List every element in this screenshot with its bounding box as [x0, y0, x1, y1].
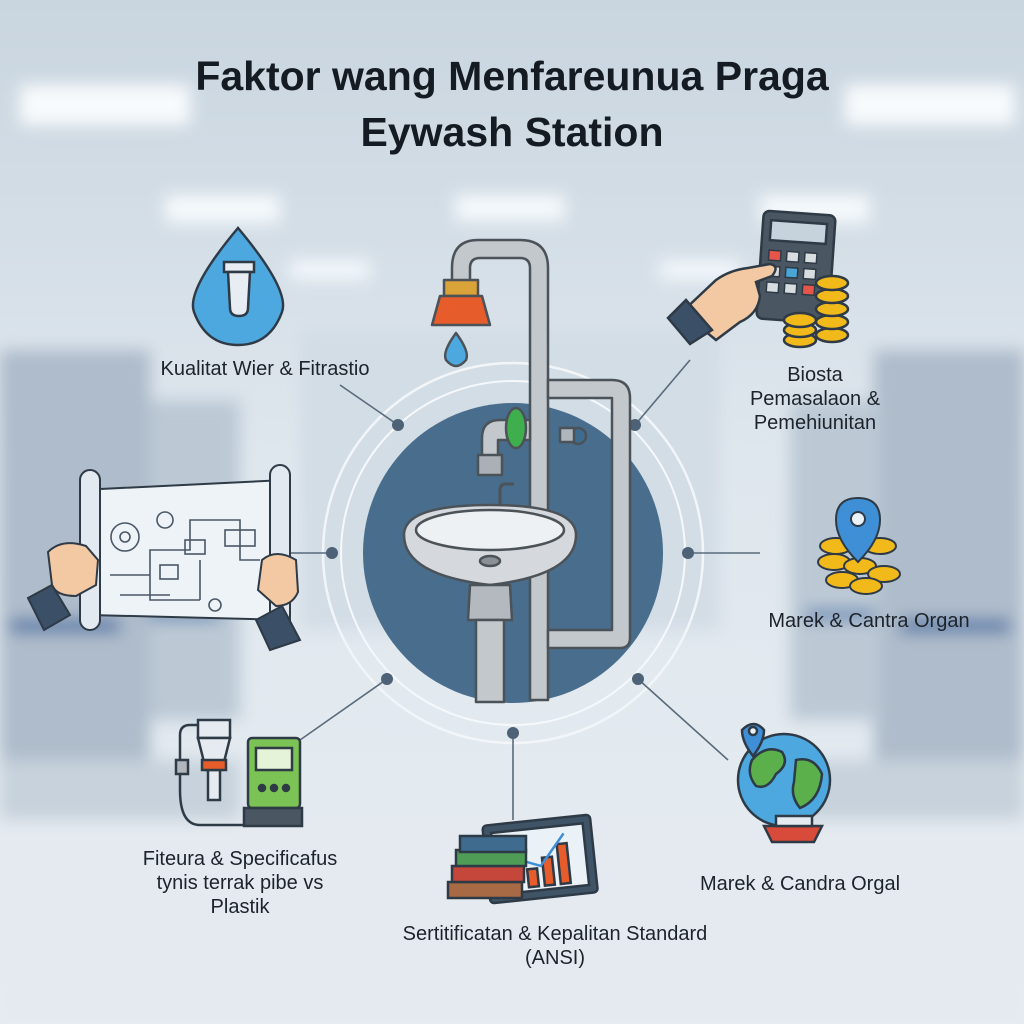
title-line-2: Eywash Station — [360, 109, 664, 155]
location-coins-icon — [817, 496, 901, 595]
label-cost: Biosta Pemasalaon & Pemehiunitan — [730, 363, 900, 435]
label-certification: Sertitificatan & Kepalitan Standard (ANS… — [365, 922, 745, 970]
connector-lines — [290, 359, 760, 820]
label-brand: Marek & Cantra Organ — [744, 609, 994, 633]
label-global: Marek & Candra Orgal — [670, 872, 930, 896]
diagram-title: Faktor wang Menfareunua Praga Eywash Sta… — [0, 48, 1024, 160]
label-features-line-1: Fiteura & Specificafus — [142, 848, 338, 870]
label-certification-line-2: (ANSI) — [525, 947, 585, 969]
label-water-quality-text: Kualitat Wier & Fitrastio — [160, 358, 370, 380]
label-features: Fiteura & Specificafus tynis terrak pibe… — [100, 847, 380, 919]
calculator-coins-icon — [666, 209, 850, 349]
filter-unit-icon — [174, 718, 304, 828]
water-filter-icon — [191, 226, 285, 347]
globe-ship-icon — [736, 722, 832, 844]
blueprint-icon — [26, 464, 302, 652]
label-cost-line-3: Pemehiunitan — [753, 412, 877, 434]
title-line-1: Faktor wang Menfareunua Praga — [195, 53, 829, 99]
connector-dots — [326, 419, 694, 739]
label-brand-text: Marek & Cantra Organ — [768, 610, 970, 632]
label-global-text: Marek & Candra Orgal — [699, 873, 901, 895]
label-water-quality: Kualitat Wier & Fitrastio — [120, 357, 410, 381]
label-certification-line-1: Sertitificatan & Kepalitan Standard — [402, 923, 708, 945]
eyewash-station-icon — [402, 238, 632, 704]
label-features-line-2: tynis terrak pibe vs — [156, 872, 324, 894]
label-cost-line-2: Pemasalaon & — [749, 388, 881, 410]
books-chart-icon — [446, 813, 599, 905]
label-cost-line-1: Biosta — [787, 364, 843, 386]
label-features-line-3: Plastik — [210, 896, 270, 918]
